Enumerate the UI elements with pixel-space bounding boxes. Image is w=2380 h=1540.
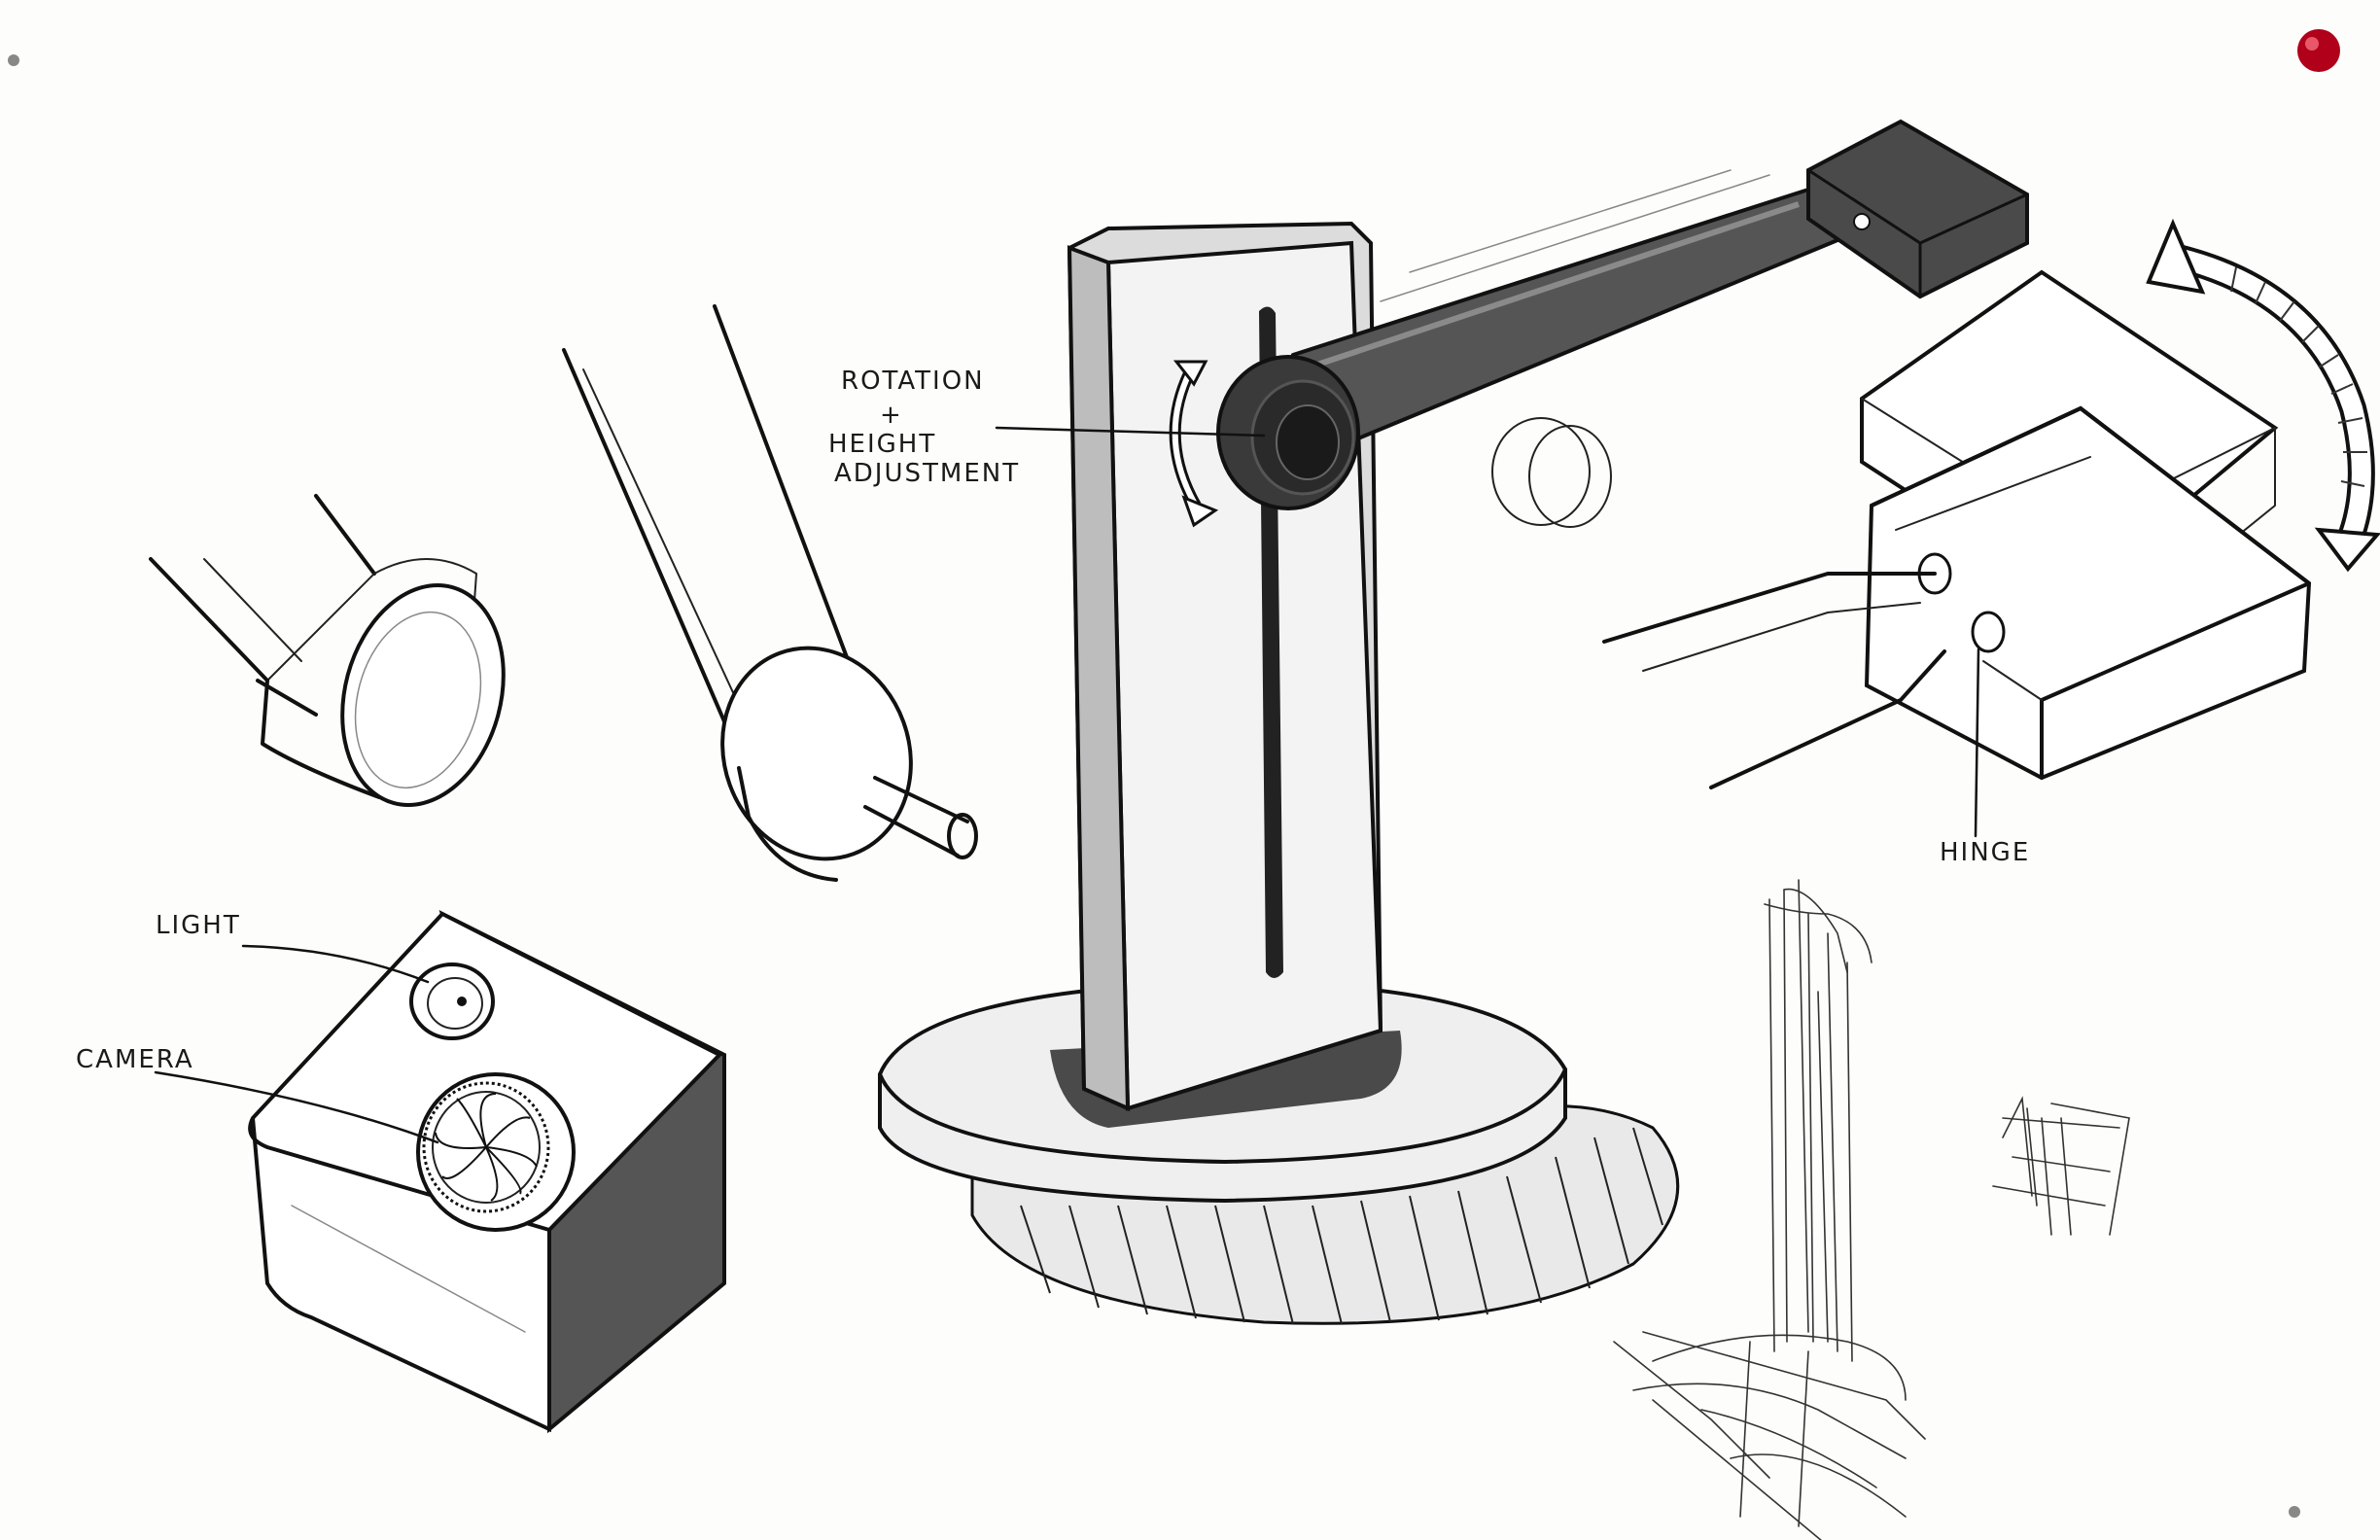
adjustment-label: ADJUSTMENT (834, 459, 1020, 488)
hinge-leader (1974, 648, 1980, 838)
rotation-leader (995, 426, 1266, 438)
camera-leader (154, 1070, 439, 1144)
rough-small-sketch (1992, 1096, 2130, 1236)
pin-icon (2297, 29, 2340, 72)
light-icon (409, 962, 495, 1040)
column-side (1067, 245, 1131, 1112)
light-label: LIGHT (156, 911, 241, 940)
base-disc-edge (878, 1068, 1567, 1164)
camera-lens-icon (416, 1072, 576, 1232)
camera-label: CAMERA (76, 1045, 194, 1074)
rotation-label: ROTATION (841, 367, 985, 396)
rotation-joint (1216, 355, 1360, 510)
rough-column-sketch (1613, 879, 1926, 1540)
tilt-arrow-icon (2146, 218, 2380, 573)
hinge-sketch (1602, 218, 2380, 789)
light-leader (241, 944, 430, 984)
hinge-label: HINGE (1940, 838, 2030, 867)
camera-block-sketch (248, 910, 726, 1434)
pin-highlight (2305, 37, 2319, 51)
rotation-scribble (1491, 417, 1591, 526)
end-block (1806, 119, 2029, 299)
arm-end-sketch-2 (562, 304, 978, 882)
stand-assembly (878, 119, 2029, 1325)
arm-highlight (1302, 201, 1800, 372)
arm-end-sketch-1 (149, 494, 506, 807)
plus-label: + (880, 401, 903, 430)
height-label: HEIGHT (828, 430, 936, 459)
rotation-arrow-icon (1169, 360, 1219, 528)
